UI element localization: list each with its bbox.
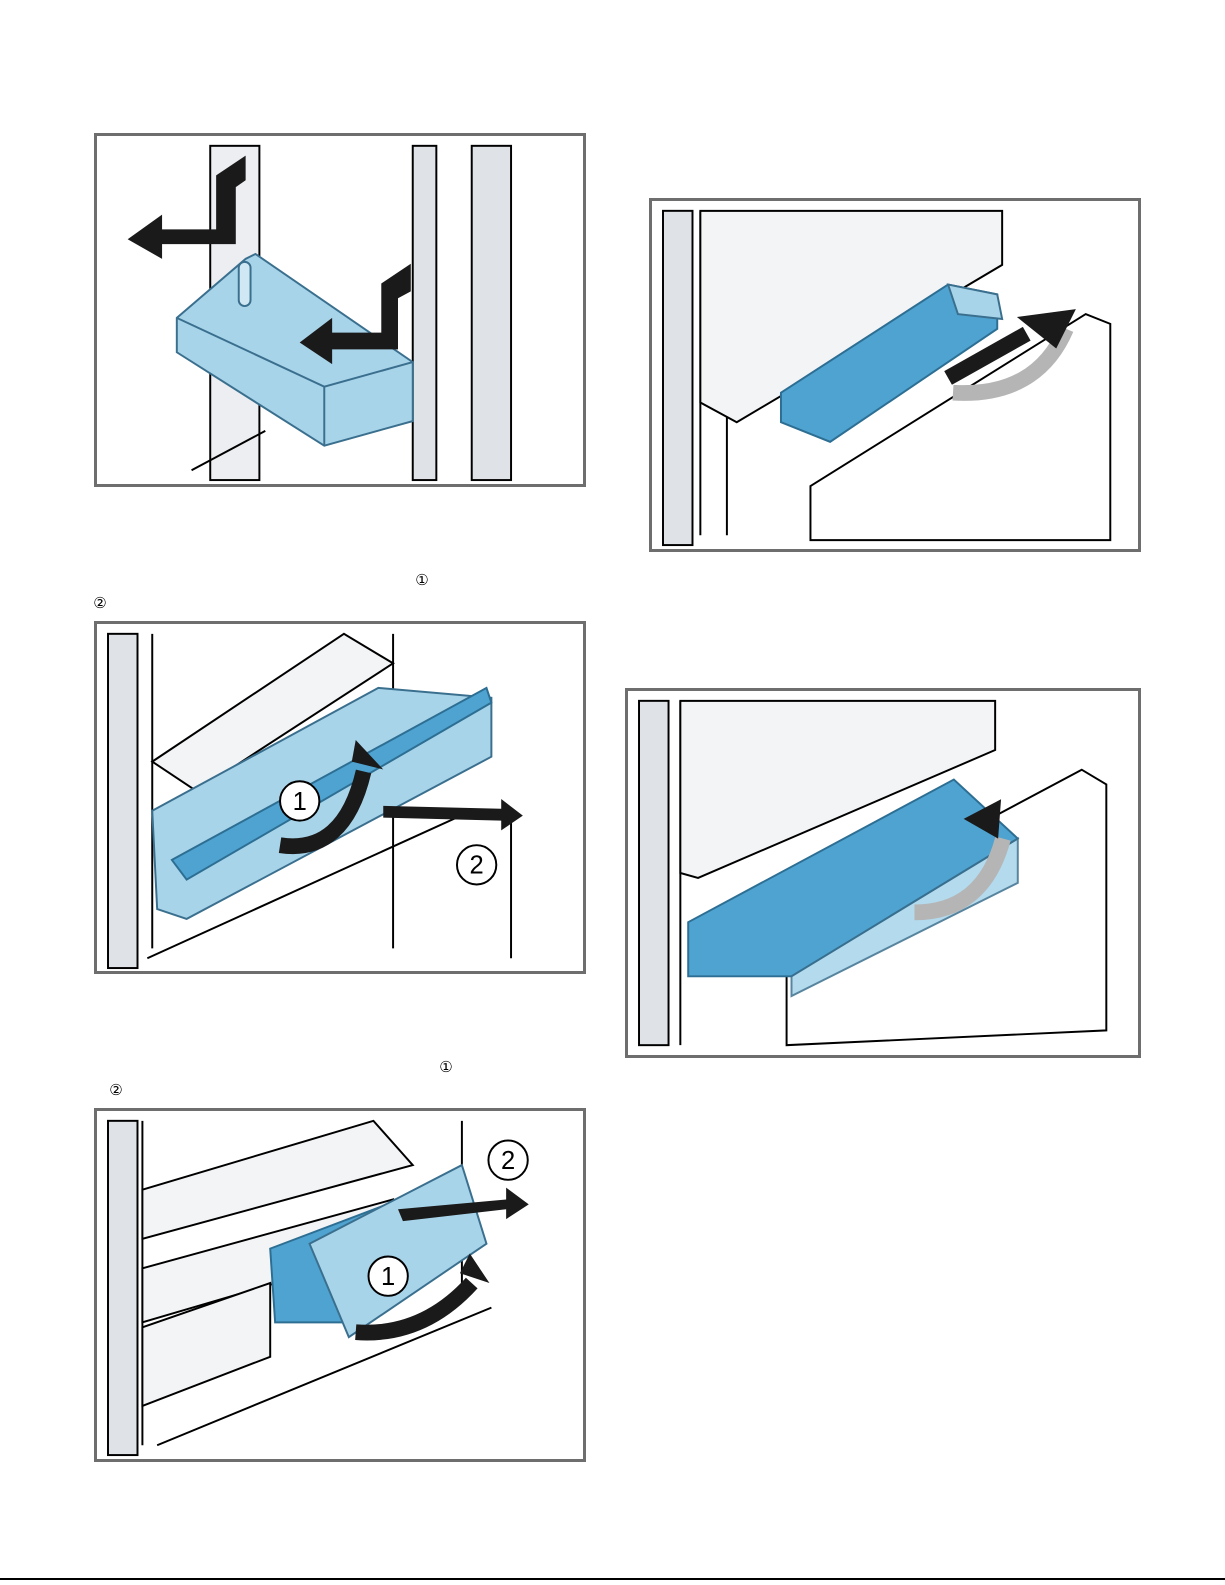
page-footer-rule (0, 1578, 1225, 1580)
step-marker-2: ② (108, 1082, 124, 1098)
callout-label-1: 1 (381, 1263, 395, 1291)
door-rack-illustration (97, 136, 583, 484)
figure-drawer-remove-lower: 1 2 (94, 1108, 586, 1462)
figure-door-rack-lift-out (94, 133, 586, 487)
figure-shelf-insert-hinge (649, 198, 1141, 552)
step-marker-1: ① (414, 572, 430, 588)
callout-label-2: 2 (501, 1147, 515, 1175)
callout-label-1: 1 (293, 788, 307, 816)
step-marker-2: ② (92, 595, 108, 611)
figure-drawer-remove: 1 2 (94, 621, 586, 974)
drawer-remove-illustration: 1 2 (97, 624, 583, 971)
shelf-insert-illustration (652, 201, 1138, 549)
figure-drawer-insert-hinge (625, 688, 1141, 1058)
arrow-up-left-1 (128, 156, 246, 259)
drawer-remove-lower-illustration: 1 2 (97, 1111, 583, 1459)
drawer-insert-illustration (628, 691, 1138, 1055)
step-marker-1: ① (438, 1059, 454, 1075)
callout-label-2: 2 (470, 852, 484, 880)
